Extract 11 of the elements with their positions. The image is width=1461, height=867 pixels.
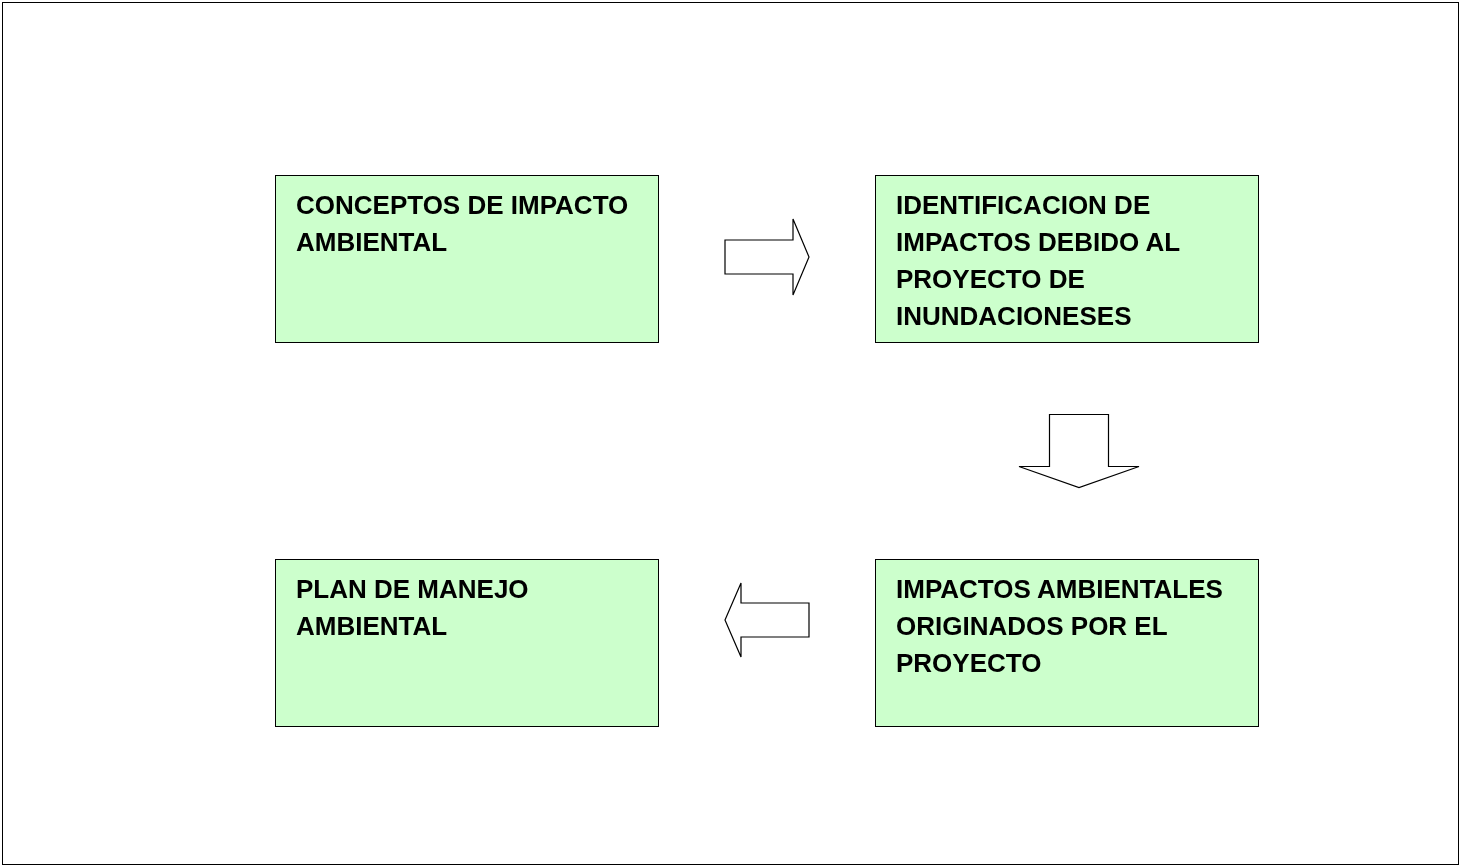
process-box bbox=[275, 175, 659, 343]
box-label: CONCEPTOS DE IMPACTO AMBIENTAL bbox=[296, 189, 630, 259]
box-label: IDENTIFICACION DE IMPACTOS DEBIDO AL PROYECTO DE INUNDACIONESES bbox=[896, 189, 1181, 333]
box-label: PLAN DE MANEJO AMBIENTAL bbox=[296, 573, 530, 643]
block-arrow bbox=[724, 582, 810, 658]
process-box bbox=[275, 559, 659, 727]
process-box bbox=[875, 175, 1259, 343]
block-arrow bbox=[1018, 413, 1140, 489]
box-label: IMPACTOS AMBIENTALES ORIGINADOS POR EL PROYECTO bbox=[896, 573, 1224, 680]
process-box bbox=[875, 559, 1259, 727]
block-arrow bbox=[724, 218, 810, 296]
